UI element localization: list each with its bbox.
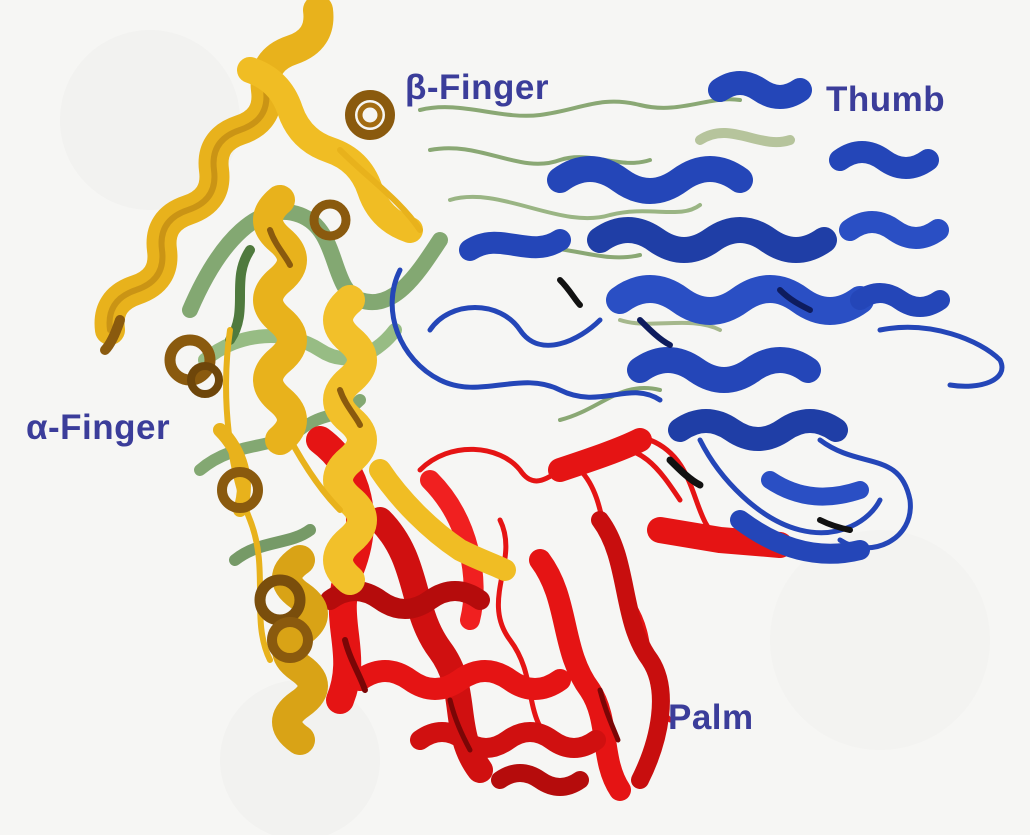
beta-finger-label: β-Finger xyxy=(405,68,549,108)
thumb-label: Thumb xyxy=(826,80,945,120)
palm-label: Palm xyxy=(668,698,754,738)
alpha-finger-label: α-Finger xyxy=(26,408,170,448)
